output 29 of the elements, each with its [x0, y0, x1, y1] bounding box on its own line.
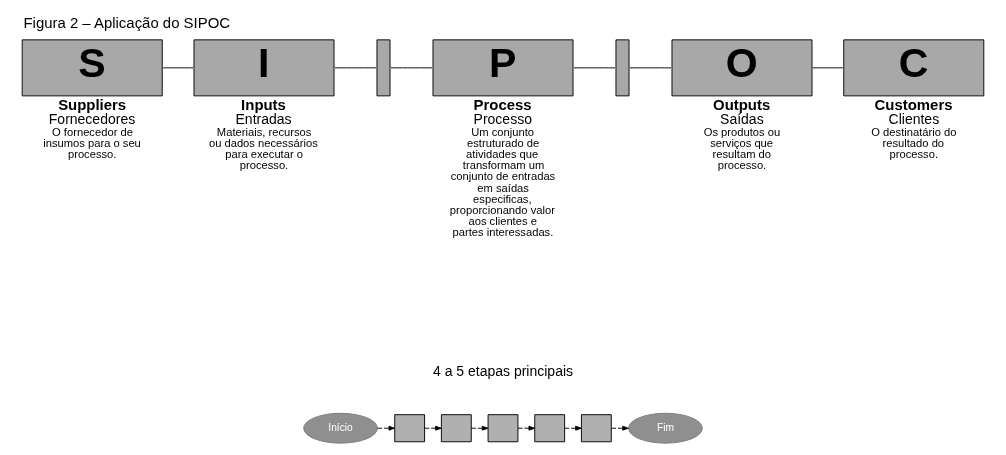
diagram-title: Figura 2 – Aplicação do SIPOC — [23, 13, 231, 31]
connector — [812, 67, 844, 69]
node-label: Os produtos ou serviços que resultam do processo. — [703, 125, 781, 172]
node-label: Suppliers — [58, 95, 127, 113]
node-label: Um conjunto estruturado de atividades que transformam um conjunto de entradas em saídas especificas, proporcionando valor aos clientes e partes interessadas. — [449, 125, 556, 239]
arrow — [377, 425, 396, 431]
arrow — [564, 425, 582, 431]
node-label: Process — [473, 95, 532, 113]
node-label: Inputs — [241, 95, 286, 113]
node-ellipse: Início — [303, 412, 378, 444]
node-box — [487, 414, 519, 443]
connector — [162, 67, 194, 69]
arrow — [470, 425, 489, 431]
arrow — [611, 425, 629, 431]
node-label: Outputs — [713, 95, 771, 113]
node-box — [440, 414, 472, 443]
node-box — [580, 414, 612, 443]
node-label: Processo — [473, 110, 532, 127]
node-label: Materiais, recursos ou dados necessários para executar o processo. — [208, 125, 318, 172]
node-label: O fornecedor de insumos para o seu processo. — [43, 125, 141, 161]
node-box — [534, 414, 566, 443]
label: 4 a 5 etapas principais — [432, 363, 574, 380]
node-label: Clientes — [888, 110, 940, 127]
node-box — [394, 414, 426, 443]
arrow — [424, 425, 442, 431]
arrow — [517, 425, 536, 431]
node-label: O destinatário do resultado do processo. — [871, 125, 957, 161]
node-label: Customers — [874, 95, 953, 113]
node-ellipse: Fim — [628, 412, 703, 444]
